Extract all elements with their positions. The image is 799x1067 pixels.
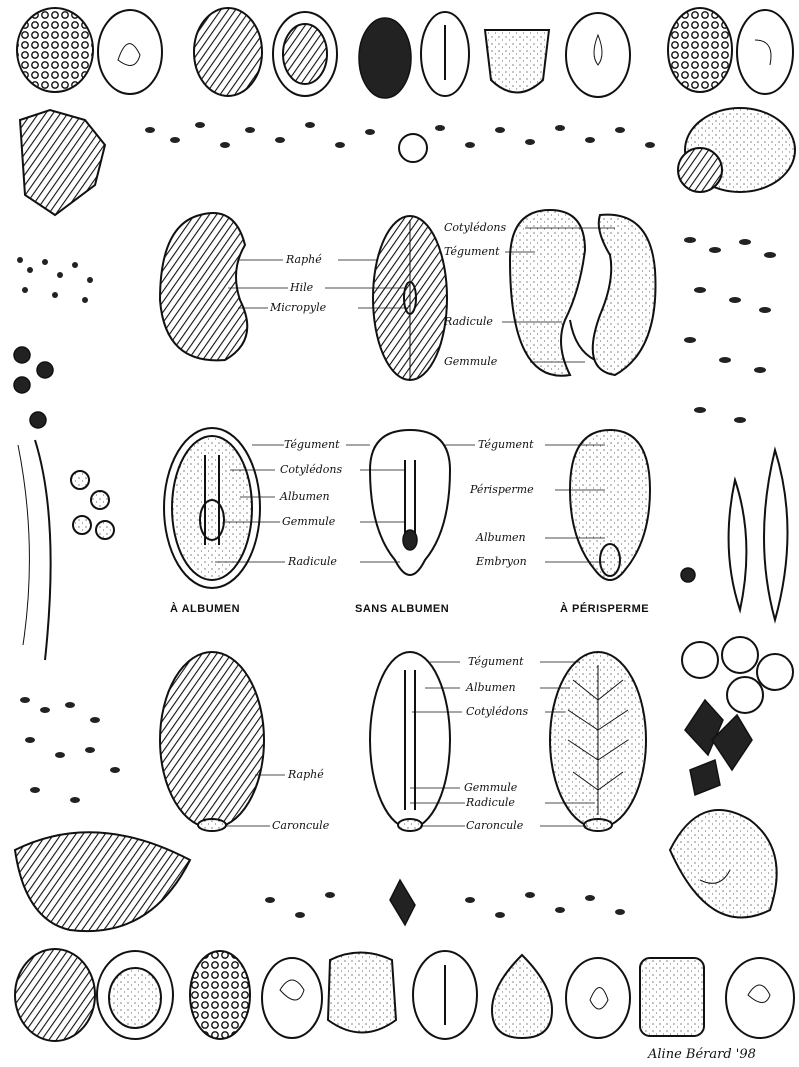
seed-illustration [668, 8, 732, 92]
label-cotyledons-left: Cotylédons [280, 463, 342, 476]
seed-illustration [17, 8, 93, 92]
bottom-seed-border [15, 949, 794, 1041]
caption-a-albumen: À ALBUMEN [170, 602, 240, 615]
label-tegument: Tégument [444, 245, 500, 258]
label-albumen-right: Albumen [475, 531, 526, 544]
top-seed-border [17, 8, 793, 98]
label-albumen-left: Albumen [279, 490, 330, 503]
seed-illustration [15, 949, 95, 1041]
seed-illustration [726, 958, 794, 1038]
label-raphe: Raphé [285, 253, 322, 266]
artist-signature: Aline Bérard '98 [647, 1047, 756, 1062]
seed-illustration [359, 18, 411, 98]
seed-without-albumen [370, 430, 450, 575]
label-albumen-bottom: Albumen [465, 681, 516, 694]
label-caroncule-left: Caroncule [272, 819, 330, 832]
label-hile: Hile [289, 281, 314, 294]
label-radicule-left: Radicule [287, 555, 337, 568]
seed-illustration [328, 953, 396, 1033]
row1-diagram [160, 210, 656, 380]
seed-illustration [566, 958, 630, 1038]
label-caroncule-right: Caroncule [466, 819, 524, 832]
seed-illustration [566, 13, 630, 97]
label-gemmule: Gemmule [444, 355, 498, 368]
seed-illustration [492, 955, 552, 1038]
row3-diagram [160, 652, 646, 831]
label-gemmule-bottom: Gemmule [464, 781, 518, 794]
label-tegument-bottom: Tégument [468, 655, 524, 668]
cotyledon-right [593, 215, 656, 375]
label-radicule: Radicule [443, 315, 493, 328]
label-perisperme: Périsperme [469, 483, 534, 496]
seed-illustration [262, 958, 322, 1038]
label-cotyledons-bottom: Cotylédons [466, 705, 528, 718]
label-raphe-bottom: Raphé [287, 768, 324, 781]
seed-illustration [98, 10, 162, 94]
seed-illustration [190, 951, 250, 1039]
seed-illustration [737, 10, 793, 94]
seed-illustration [194, 8, 262, 96]
label-embryon: Embryon [475, 555, 527, 568]
caption-sans-albumen: SANS ALBUMEN [355, 603, 449, 615]
right-border-decoration [670, 108, 795, 918]
cotyledon-left [510, 210, 585, 376]
flower-illustration [390, 880, 415, 925]
seed-illustration [399, 134, 427, 162]
label-micropyle: Micropyle [269, 301, 327, 314]
label-tegument-left: Tégument [284, 438, 340, 451]
row2-diagram [164, 428, 650, 588]
label-gemmule-left: Gemmule [282, 515, 336, 528]
seed-with-caroncule-external [160, 652, 264, 828]
seed-external-view [160, 213, 247, 360]
seed-illustration [485, 30, 549, 93]
seed-illustration [640, 958, 704, 1036]
seed-with-caroncule-section [370, 652, 450, 828]
seed-with-perisperm [570, 430, 650, 580]
label-radicule-bottom: Radicule [465, 796, 515, 809]
caption-a-perisperme: À PÉRISPERME [560, 602, 649, 615]
label-tegument-right: Tégument [478, 438, 534, 451]
label-cotyledons: Cotylédons [444, 221, 506, 234]
